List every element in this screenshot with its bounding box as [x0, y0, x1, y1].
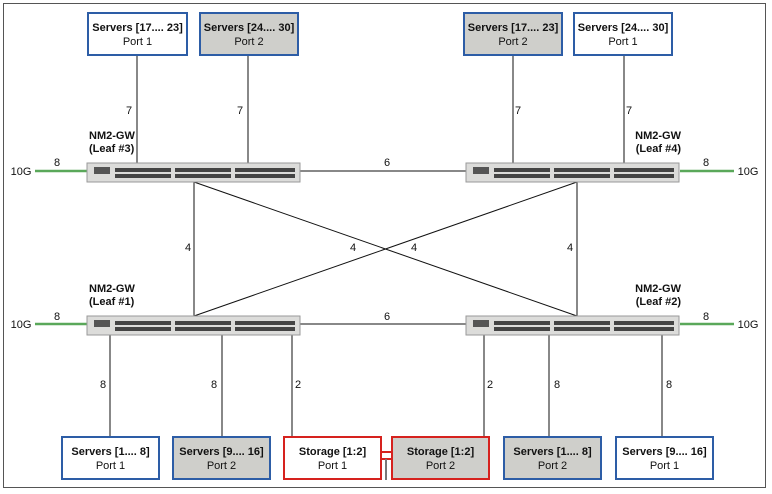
link-label: 7: [237, 105, 243, 117]
link-label: 7: [626, 105, 632, 117]
box-port: Port 2: [537, 460, 568, 472]
switch-name: NM2-GW: [635, 283, 681, 295]
server-group-box: Servers [24.... 30] Port 2: [199, 12, 299, 56]
port-bank: [115, 168, 171, 178]
link-label: 6: [384, 157, 390, 169]
link-label: 4: [567, 242, 573, 254]
box-title: Servers [24.... 30]: [577, 22, 669, 34]
switch-label-leaf2: NM2-GW (Leaf #2): [620, 283, 681, 309]
uplink-speed: 10G: [738, 319, 759, 331]
mgmt-port-icon: [473, 320, 489, 327]
switch-role: (Leaf #3): [89, 143, 135, 155]
port-bank: [115, 321, 171, 331]
uplink-speed: 10G: [738, 166, 759, 178]
switch-leaf2: [465, 315, 680, 336]
link-label: 8: [100, 379, 106, 391]
server-group-box: Servers [1.... 8] Port 2: [503, 436, 602, 480]
box-port: Port 1: [608, 36, 638, 48]
switch-chassis: [86, 315, 301, 336]
switch-chassis: [465, 315, 680, 336]
box-title: Servers [9.... 16]: [179, 446, 264, 458]
switch-role: (Leaf #4): [635, 143, 681, 155]
storage-box: Storage [1:2] Port 1: [283, 436, 382, 480]
port-bank: [494, 321, 550, 331]
port-bank: [175, 321, 231, 331]
server-group-box: Servers [1.... 8] Port 1: [61, 436, 160, 480]
switch-role: (Leaf #2): [635, 296, 681, 308]
link-label: 2: [487, 379, 493, 391]
uplink-count: 8: [54, 157, 60, 169]
mesh-cross-2: [193, 181, 578, 317]
box-title: Servers [1.... 8]: [71, 446, 150, 458]
box-title: Servers [17.... 23]: [467, 22, 559, 34]
link-label: 4: [185, 242, 191, 254]
link-label: 2: [295, 379, 301, 391]
link-label: 4: [350, 242, 356, 254]
box-port: Port 2: [206, 460, 237, 472]
link-label: 4: [411, 242, 417, 254]
port-bank: [494, 168, 550, 178]
box-title: Storage [1:2]: [298, 446, 367, 458]
switch-label-leaf4: NM2-GW (Leaf #4): [620, 130, 681, 156]
box-title: Servers [1.... 8]: [513, 446, 592, 458]
switch-label-leaf3: NM2-GW (Leaf #3): [89, 130, 135, 156]
mgmt-port-icon: [94, 320, 110, 327]
server-group-box: Servers [17.... 23] Port 2: [463, 12, 563, 56]
box-title: Servers [24.... 30]: [203, 22, 295, 34]
link-label: 8: [211, 379, 217, 391]
switch-chassis: [86, 162, 301, 183]
link-label: 6: [384, 311, 390, 323]
port-bank: [235, 168, 295, 178]
link-label: 8: [666, 379, 672, 391]
uplink-speed: 10G: [11, 319, 32, 331]
switch-role: (Leaf #1): [89, 296, 135, 308]
port-bank: [175, 168, 231, 178]
box-port: Port 1: [95, 460, 126, 472]
storage-box: Storage [1:2] Port 2: [391, 436, 490, 480]
box-port: Port 1: [122, 36, 153, 48]
switch-name: NM2-GW: [89, 130, 135, 142]
port-bank: [614, 168, 674, 178]
box-port: Port 2: [498, 36, 528, 48]
switch-leaf3: [86, 162, 301, 183]
uplink-count: 8: [703, 157, 709, 169]
box-title: Servers [9.... 16]: [622, 446, 707, 458]
switch-leaf1: [86, 315, 301, 336]
switch-label-leaf1: NM2-GW (Leaf #1): [89, 283, 135, 309]
server-group-box: Servers [9.... 16] Port 2: [172, 436, 271, 480]
port-bank: [554, 321, 610, 331]
uplink-speed: 10G: [11, 166, 32, 178]
link-label: 8: [554, 379, 560, 391]
uplink-count: 8: [703, 311, 709, 323]
box-port: Port 2: [234, 36, 264, 48]
port-bank: [554, 168, 610, 178]
mgmt-port-icon: [94, 167, 110, 174]
switch-leaf4: [465, 162, 680, 183]
port-bank: [235, 321, 295, 331]
box-port: Port 1: [649, 460, 680, 472]
link-label: 7: [126, 105, 132, 117]
switch-name: NM2-GW: [635, 130, 681, 142]
switch-name: NM2-GW: [89, 283, 135, 295]
box-title: Storage [1:2]: [406, 446, 475, 458]
switch-chassis: [465, 162, 680, 183]
uplink-count: 8: [54, 311, 60, 323]
box-title: Servers [17.... 23]: [92, 22, 183, 34]
diagram-frame: [3, 3, 766, 488]
server-group-box: Servers [17.... 23] Port 1: [87, 12, 188, 56]
box-port: Port 1: [317, 460, 348, 472]
box-port: Port 2: [425, 460, 456, 472]
server-group-box: Servers [24.... 30] Port 1: [573, 12, 673, 56]
link-label: 7: [515, 105, 521, 117]
mgmt-port-icon: [473, 167, 489, 174]
port-bank: [614, 321, 674, 331]
server-group-box: Servers [9.... 16] Port 1: [615, 436, 714, 480]
